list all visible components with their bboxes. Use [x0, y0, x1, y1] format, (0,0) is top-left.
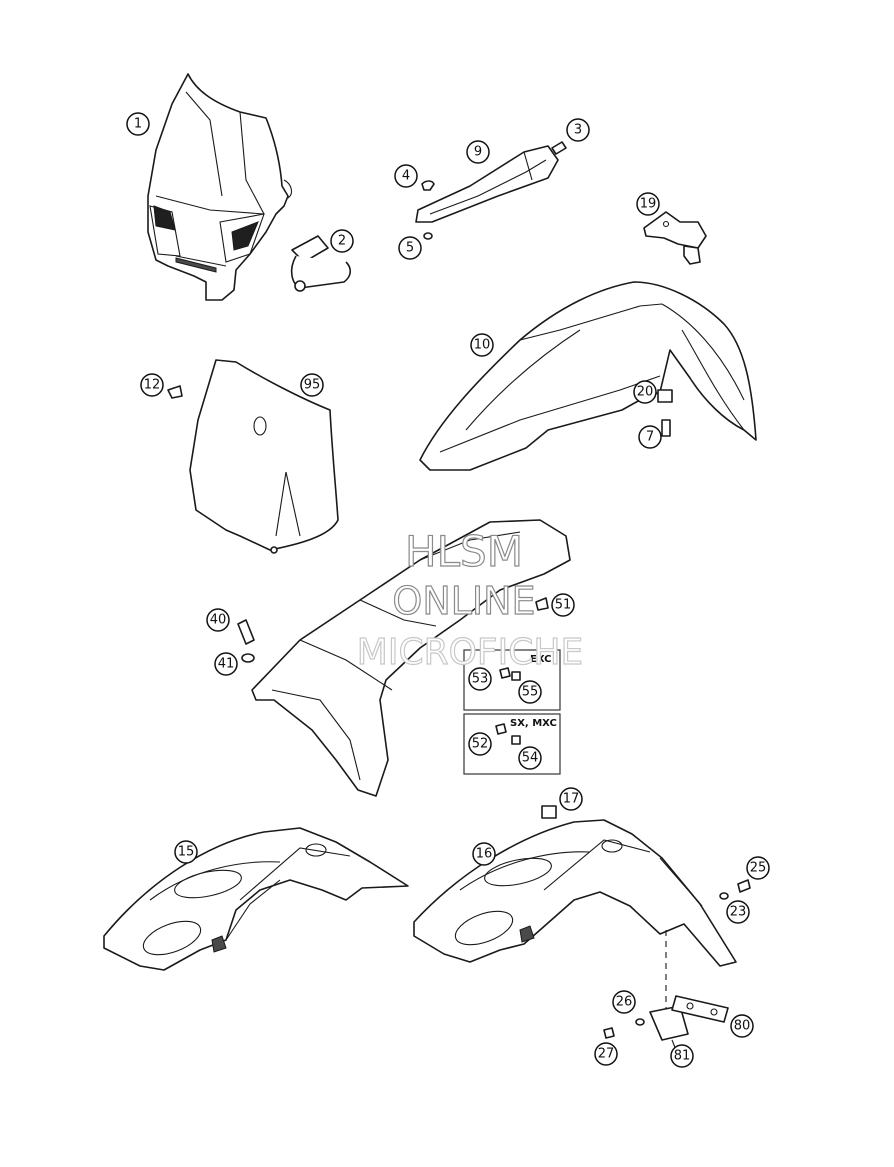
- svg-text:3: 3: [574, 123, 582, 138]
- front-fender-part-10: [419, 281, 757, 471]
- watermark-line-1: HLSM: [405, 527, 523, 576]
- screw-part-3: [551, 141, 567, 155]
- washer-part-23: [719, 892, 729, 900]
- screw-part-4: [421, 180, 435, 191]
- screw-part-51: [535, 597, 549, 611]
- callout-20: 20: [633, 380, 657, 404]
- svg-text:9: 9: [474, 145, 482, 160]
- washer-part-41: [241, 653, 255, 663]
- svg-text:55: 55: [522, 685, 539, 700]
- svg-text:53: 53: [472, 672, 489, 687]
- grommet-part-17: [541, 805, 557, 819]
- callout-80: 80: [730, 1014, 754, 1038]
- svg-text:41: 41: [218, 657, 235, 672]
- svg-text:27: 27: [598, 1047, 615, 1062]
- svg-text:26: 26: [616, 995, 633, 1010]
- callout-3: 3: [566, 118, 590, 142]
- nut-part-20: [657, 389, 673, 403]
- callout-16: 16: [472, 842, 496, 866]
- nut-part-27: [603, 1027, 615, 1039]
- svg-text:1: 1: [134, 117, 142, 132]
- svg-text:7: 7: [646, 430, 654, 445]
- variant-label-sx-mxc: SX, MXC: [510, 718, 557, 729]
- callout-26: 26: [612, 990, 636, 1014]
- variant-box-exc: [463, 649, 561, 711]
- callout-2: 2: [330, 229, 354, 253]
- callout-81: 81: [670, 1044, 694, 1068]
- rear-fender-part-16: [413, 819, 737, 967]
- variant-exc-clip: [499, 667, 511, 679]
- svg-text:23: 23: [730, 905, 747, 920]
- callout-17: 17: [559, 787, 583, 811]
- callout-27: 27: [594, 1042, 618, 1066]
- callout-9: 9: [466, 140, 490, 164]
- callout-7: 7: [638, 425, 662, 449]
- svg-text:54: 54: [522, 751, 539, 766]
- svg-text:15: 15: [178, 845, 195, 860]
- svg-text:10: 10: [474, 338, 491, 353]
- headlight-mask: [147, 73, 293, 301]
- callout-51: 51: [551, 593, 575, 617]
- bolt-part-40: [237, 619, 255, 645]
- svg-text:2: 2: [338, 234, 346, 249]
- svg-text:81: 81: [674, 1049, 691, 1064]
- plate-holder-part-81: [649, 1005, 689, 1051]
- callout-95: 95: [300, 373, 324, 397]
- svg-text:80: 80: [734, 1019, 751, 1034]
- mounting-clamp: [290, 235, 352, 292]
- callout-53: 53: [468, 667, 492, 691]
- callout-54: 54: [518, 746, 542, 770]
- bolt-part-7: [661, 419, 671, 437]
- washer-part-26: [635, 1018, 645, 1026]
- screw-part-25: [737, 879, 751, 893]
- rear-fender-assembly: [251, 519, 571, 797]
- svg-text:12: 12: [144, 378, 161, 393]
- callout-40: 40: [206, 608, 230, 632]
- callout-4: 4: [394, 164, 418, 188]
- callout-52: 52: [468, 732, 492, 756]
- callout-5: 5: [398, 236, 422, 260]
- svg-text:20: 20: [637, 385, 654, 400]
- svg-text:4: 4: [402, 169, 410, 184]
- variant-box-sx-mxc: [463, 713, 561, 775]
- washer-part-5: [423, 232, 433, 240]
- callout-55: 55: [518, 680, 542, 704]
- svg-text:17: 17: [563, 792, 580, 807]
- callout-15: 15: [174, 840, 198, 864]
- svg-text:95: 95: [304, 378, 321, 393]
- variant-sx-screw: [511, 735, 521, 745]
- callout-1: 1: [126, 112, 150, 136]
- callout-12: 12: [140, 373, 164, 397]
- watermark-line-3: MICROFICHE: [357, 632, 583, 673]
- callout-25: 25: [746, 856, 770, 880]
- variant-exc-screw: [511, 671, 521, 681]
- screw-part-12: [167, 385, 183, 399]
- callout-23: 23: [726, 900, 750, 924]
- bracket-part-19: [643, 211, 707, 265]
- callout-10: 10: [470, 333, 494, 357]
- variant-label-exc: EXC: [530, 654, 552, 665]
- watermark-line-2: ONLINE: [392, 579, 535, 623]
- light-part-80: [671, 995, 729, 1023]
- cover-part-9: [415, 145, 559, 223]
- svg-text:51: 51: [555, 598, 572, 613]
- svg-text:5: 5: [406, 241, 414, 256]
- rear-fender-part-15: [103, 827, 409, 971]
- svg-text:52: 52: [472, 737, 489, 752]
- svg-text:19: 19: [640, 197, 657, 212]
- number-plate-part-95: [189, 359, 339, 554]
- svg-text:40: 40: [210, 613, 227, 628]
- callout-19: 19: [636, 192, 660, 216]
- svg-text:16: 16: [476, 847, 493, 862]
- callout-41: 41: [214, 652, 238, 676]
- variant-sx-clip: [495, 723, 507, 735]
- svg-text:25: 25: [750, 861, 767, 876]
